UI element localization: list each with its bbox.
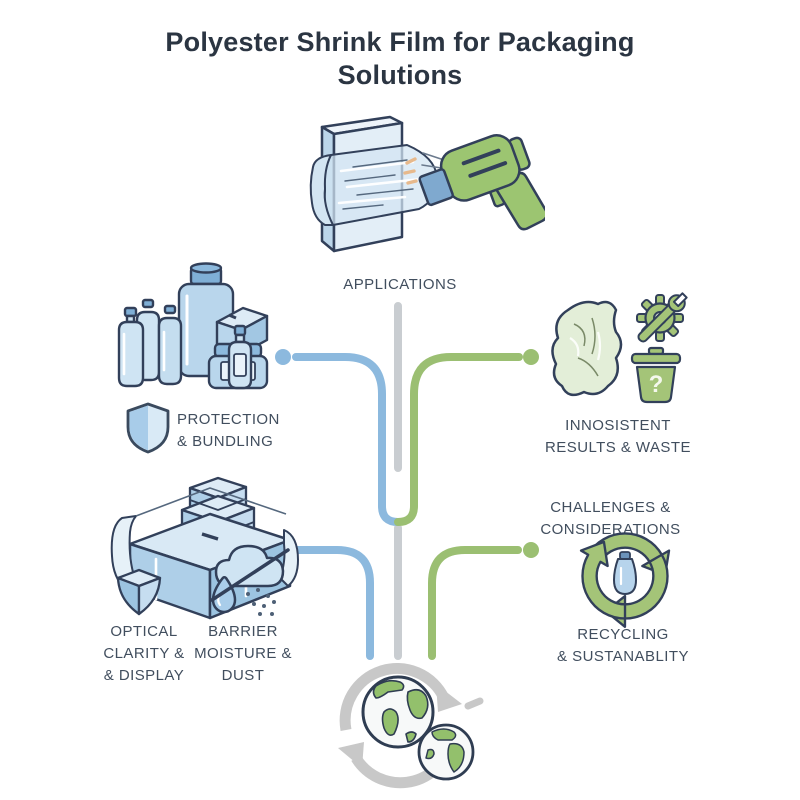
page-title: Polyester Shrink Film for Packaging Solu… [165, 27, 635, 90]
earth-globes-illustration [338, 663, 484, 789]
blue-node-dot-top [275, 349, 291, 365]
green-node-dot-bottom [523, 542, 539, 558]
earth-small-icon [417, 723, 475, 781]
small-shield-icon [116, 568, 162, 616]
trash-can-icon: ? [630, 346, 682, 404]
film-wrap-edges [110, 487, 299, 601]
protection-label: PROTECTION & BUNDLING [177, 411, 280, 450]
inconsistent-connector-line [394, 353, 523, 526]
recycling-label: RECYCLING & SUSTANABLITY [557, 626, 689, 665]
applications-label: APPLICATIONS [343, 276, 457, 293]
cosmetic-bottle-icon [227, 324, 253, 390]
shield-icon [126, 402, 170, 454]
cloud-moisture-icon [210, 544, 290, 614]
barrier-label: BARRIER MOISTURE & DUST [194, 623, 292, 684]
wrapped-boxes-illustration [110, 476, 299, 620]
inconsistent-label: INNOSISTENT RESULTS & WASTE [545, 417, 691, 456]
protection-connector-line [292, 353, 402, 526]
recycling-symbol-icon [564, 532, 682, 630]
barrier-connector-line [292, 546, 374, 660]
shrink-wrap-illustration [309, 115, 545, 253]
products-illustration [117, 262, 269, 390]
optical-label: OPTICAL CLARITY & & DISPLAY [103, 623, 185, 684]
heat-gun-icon [418, 134, 545, 231]
gear-wrench-icon [636, 292, 688, 343]
earth-large-icon [361, 675, 435, 749]
shrink-wrapped-box-icon [309, 115, 439, 253]
dust-dots [246, 588, 276, 616]
plastic-bottle-icon [613, 551, 637, 595]
challenges-label: CHALLENGES & CONSIDERATIONS [540, 499, 681, 538]
crumpled-film-icon [551, 300, 623, 397]
green-node-dot-top [523, 349, 539, 365]
recycling-connector-line [428, 546, 522, 660]
waste-illustration: ? [551, 292, 688, 404]
bottles-icon [117, 298, 183, 388]
film-streak-lines [337, 159, 423, 210]
trash-question-mark: ? [649, 371, 664, 398]
